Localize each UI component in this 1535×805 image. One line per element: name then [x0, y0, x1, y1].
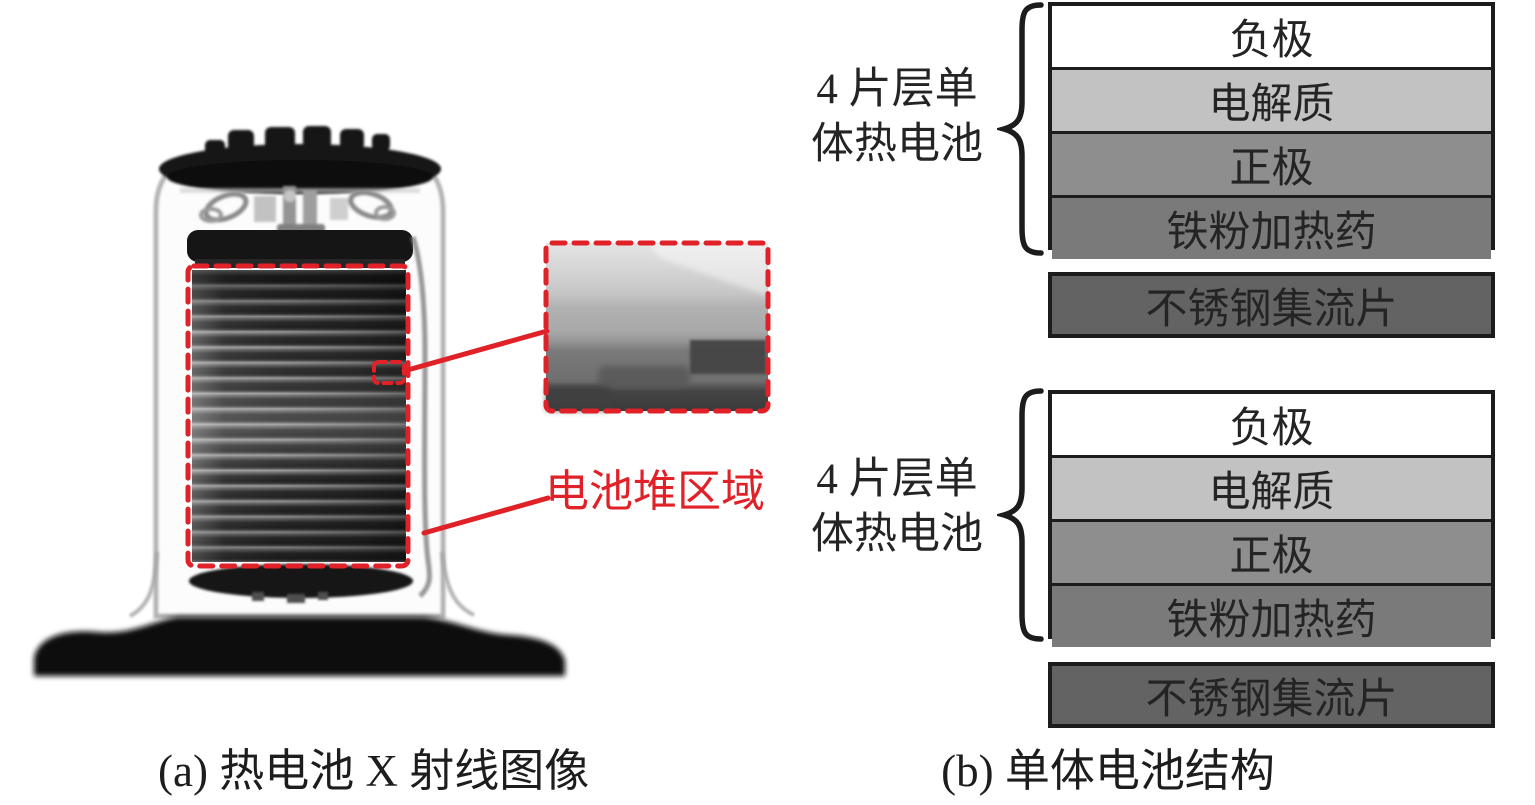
- layer-heat-pellet: 铁粉加热药: [1052, 583, 1491, 647]
- battery-top-cap: [159, 126, 441, 194]
- brace-label-top: 4 片层单 体热电池: [794, 62, 1000, 172]
- brace-label-bottom-line2: 体热电池: [811, 511, 983, 558]
- brace-label-bottom: 4 片层单 体热电池: [794, 452, 1000, 562]
- battery-stack-lid: [187, 230, 413, 268]
- caption-a: (a) 热电池 X 射线图像: [158, 746, 590, 796]
- cell-layer-stack-bottom: 负极 电解质 正极 铁粉加热药: [1048, 390, 1495, 647]
- layer-heat-pellet: 铁粉加热药: [1052, 195, 1491, 259]
- layer-anode: 负极: [1052, 394, 1491, 455]
- collector-bar-bottom: 不锈钢集流片: [1048, 662, 1495, 728]
- battery-stack-stripes: [192, 270, 406, 562]
- layer-cathode: 正极: [1052, 519, 1491, 583]
- collector-bar-top: 不锈钢集流片: [1048, 272, 1495, 338]
- stack-region-label: 电池堆区域: [545, 467, 765, 516]
- curly-brace-top: [997, 2, 1044, 256]
- layer-electrolyte: 电解质: [1052, 67, 1491, 131]
- caption-b: (b) 单体电池结构: [941, 746, 1275, 796]
- curly-brace-bottom: [997, 388, 1044, 642]
- battery-bottom-lid: [189, 564, 413, 603]
- layer-electrolyte: 电解质: [1052, 455, 1491, 519]
- cell-layer-stack-top: 负极 电解质 正极 铁粉加热药: [1048, 2, 1495, 259]
- layer-cathode: 正极: [1052, 131, 1491, 195]
- battery-side-wire: [410, 236, 433, 598]
- brace-label-top-line1: 4 片层单: [816, 66, 978, 113]
- layer-anode: 负极: [1052, 6, 1491, 67]
- battery-pedestal-base: [34, 617, 565, 676]
- brace-label-top-line2: 体热电池: [811, 121, 983, 168]
- brace-label-bottom-line1: 4 片层单: [816, 456, 978, 503]
